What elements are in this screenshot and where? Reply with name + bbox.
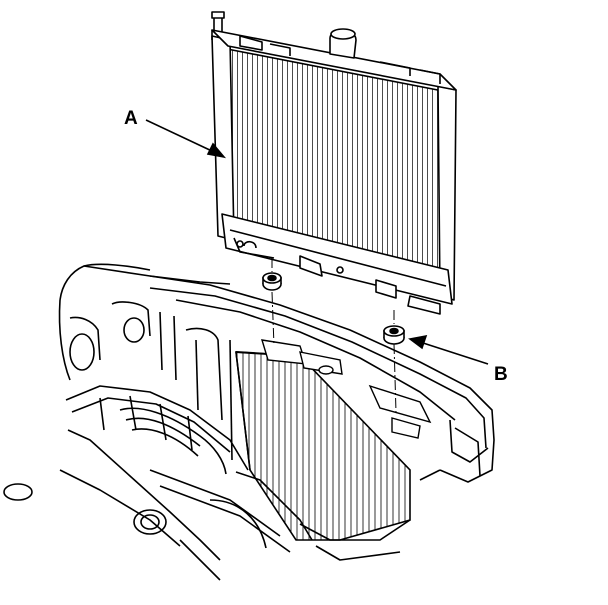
callout-a-label: A (124, 108, 138, 129)
callout-a-arrow (145, 119, 227, 159)
alignment-line-icon (271, 258, 397, 413)
rubber-mount-icon (262, 272, 282, 291)
condenser-icon (235, 351, 411, 541)
callout-b-label: B (494, 364, 508, 385)
mount-boss-icon (261, 339, 432, 439)
radiator-icon (211, 11, 457, 315)
rubber-mount-icon (383, 325, 405, 345)
engine-bay-icon (3, 263, 495, 581)
callout-b-arrow (408, 334, 489, 365)
